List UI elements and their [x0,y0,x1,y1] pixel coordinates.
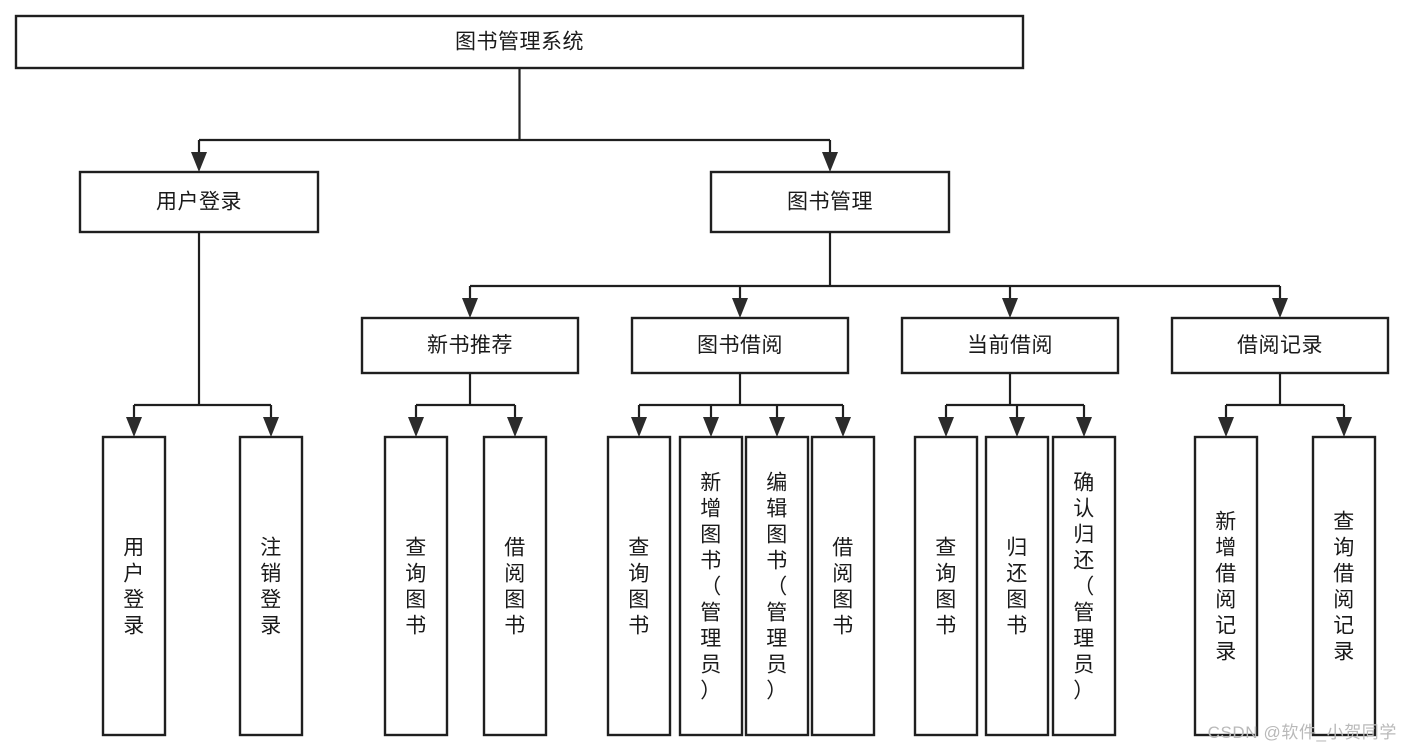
node-box-root[interactable] [14,14,1025,70]
node-current-borrow[interactable]: 当前借阅 [900,316,1120,375]
node-leaf-query-book-borrow[interactable]: 查询图书 [606,435,672,737]
node-box-current-borrow[interactable] [900,316,1120,375]
arrow-head-icon [191,152,207,172]
arrow-head-icon [507,417,523,437]
arrow-head-icon [1336,417,1352,437]
arrow-head-icon [703,417,719,437]
node-leaf-borrow-book-rec[interactable]: 借阅图书 [482,435,548,737]
node-leaf-add-borrow-record[interactable]: 新增借阅记录 [1193,435,1259,737]
node-box-new-book-recommend[interactable] [360,316,580,375]
node-label-leaf-add-borrow-record: 新增借阅记录 [1215,510,1237,663]
node-leaf-confirm-return-admin[interactable]: 确认归还（管理员） [1051,435,1117,737]
node-leaf-borrow-book[interactable]: 借阅图书 [810,435,876,737]
connector-layer [126,68,1352,437]
node-box-leaf-return-book[interactable] [984,435,1050,737]
edge-group-book-borrow [631,373,851,437]
node-leaf-edit-book-admin[interactable]: 编辑图书（管理员） [744,435,810,737]
node-label-leaf-query-book-rec: 查询图书 [405,536,427,637]
node-label-book-management: 图书管理 [787,191,873,214]
node-box-leaf-query-book-current[interactable] [913,435,979,737]
edge-group-book-management [462,232,1288,318]
node-label-leaf-borrow-book: 借阅图书 [832,536,854,637]
node-label-root: 图书管理系统 [455,31,584,54]
edge-group-borrow-record [1218,373,1352,437]
arrow-head-icon [1002,298,1018,318]
arrow-head-icon [822,152,838,172]
arrow-head-icon [1218,417,1234,437]
arrow-head-icon [1076,417,1092,437]
arrow-head-icon [631,417,647,437]
node-leaf-user-logout[interactable]: 注销登录 [238,435,304,737]
node-box-borrow-record[interactable] [1170,316,1390,375]
node-user-login[interactable]: 用户登录 [78,170,320,234]
arrow-head-icon [1009,417,1025,437]
edge-group-user-login [126,232,279,437]
node-leaf-add-book-admin[interactable]: 新增图书（管理员） [678,435,744,737]
arrow-head-icon [732,298,748,318]
arrow-head-icon [1272,298,1288,318]
node-label-leaf-add-book-admin: 新增图书（管理员） [700,471,722,702]
node-label-leaf-borrow-book-rec: 借阅图书 [504,536,526,637]
node-box-book-borrow[interactable] [630,316,850,375]
node-box-leaf-query-book-rec[interactable] [383,435,449,737]
node-label-leaf-user-login: 用户登录 [123,536,145,637]
arrow-head-icon [408,417,424,437]
node-box-leaf-user-login[interactable] [101,435,167,737]
node-box-leaf-query-book-borrow[interactable] [606,435,672,737]
node-box-leaf-query-borrow-record[interactable] [1311,435,1377,737]
node-box-user-login[interactable] [78,170,320,234]
node-box-leaf-edit-book-admin[interactable] [744,435,810,737]
node-label-current-borrow: 当前借阅 [967,334,1053,357]
node-book-borrow[interactable]: 图书借阅 [630,316,850,375]
node-label-user-login: 用户登录 [156,191,242,214]
arrow-head-icon [769,417,785,437]
node-leaf-user-login[interactable]: 用户登录 [101,435,167,737]
node-leaf-return-book[interactable]: 归还图书 [984,435,1050,737]
arrow-head-icon [462,298,478,318]
node-box-leaf-add-borrow-record[interactable] [1193,435,1259,737]
node-layer: 图书管理系统用户登录图书管理新书推荐图书借阅当前借阅借阅记录用户登录注销登录查询… [14,14,1390,737]
node-label-book-borrow: 图书借阅 [697,334,783,357]
node-label-borrow-record: 借阅记录 [1237,334,1323,357]
node-box-leaf-borrow-book[interactable] [810,435,876,737]
node-label-leaf-query-book-borrow: 查询图书 [628,536,650,637]
node-new-book-recommend[interactable]: 新书推荐 [360,316,580,375]
arrow-head-icon [938,417,954,437]
node-label-new-book-recommend: 新书推荐 [427,334,513,357]
node-label-leaf-query-borrow-record: 查询借阅记录 [1333,510,1355,663]
node-label-leaf-query-book-current: 查询图书 [935,536,957,637]
node-label-leaf-user-logout: 注销登录 [260,536,282,637]
node-box-leaf-user-logout[interactable] [238,435,304,737]
arrow-head-icon [263,417,279,437]
arrow-head-icon [126,417,142,437]
node-borrow-record[interactable]: 借阅记录 [1170,316,1390,375]
node-box-leaf-add-book-admin[interactable] [678,435,744,737]
node-label-leaf-edit-book-admin: 编辑图书（管理员） [766,471,788,702]
arrow-head-icon [835,417,851,437]
node-leaf-query-borrow-record[interactable]: 查询借阅记录 [1311,435,1377,737]
node-book-management[interactable]: 图书管理 [709,170,951,234]
node-box-book-management[interactable] [709,170,951,234]
edge-group-new-book-recommend [408,373,523,437]
edge-group-root [191,68,838,172]
node-box-leaf-borrow-book-rec[interactable] [482,435,548,737]
node-leaf-query-book-current[interactable]: 查询图书 [913,435,979,737]
node-label-leaf-confirm-return-admin: 确认归还（管理员） [1073,471,1095,702]
node-leaf-query-book-rec[interactable]: 查询图书 [383,435,449,737]
edge-group-current-borrow [938,373,1092,437]
node-root[interactable]: 图书管理系统 [14,14,1025,70]
node-box-leaf-confirm-return-admin[interactable] [1051,435,1117,737]
node-label-leaf-return-book: 归还图书 [1006,536,1028,637]
